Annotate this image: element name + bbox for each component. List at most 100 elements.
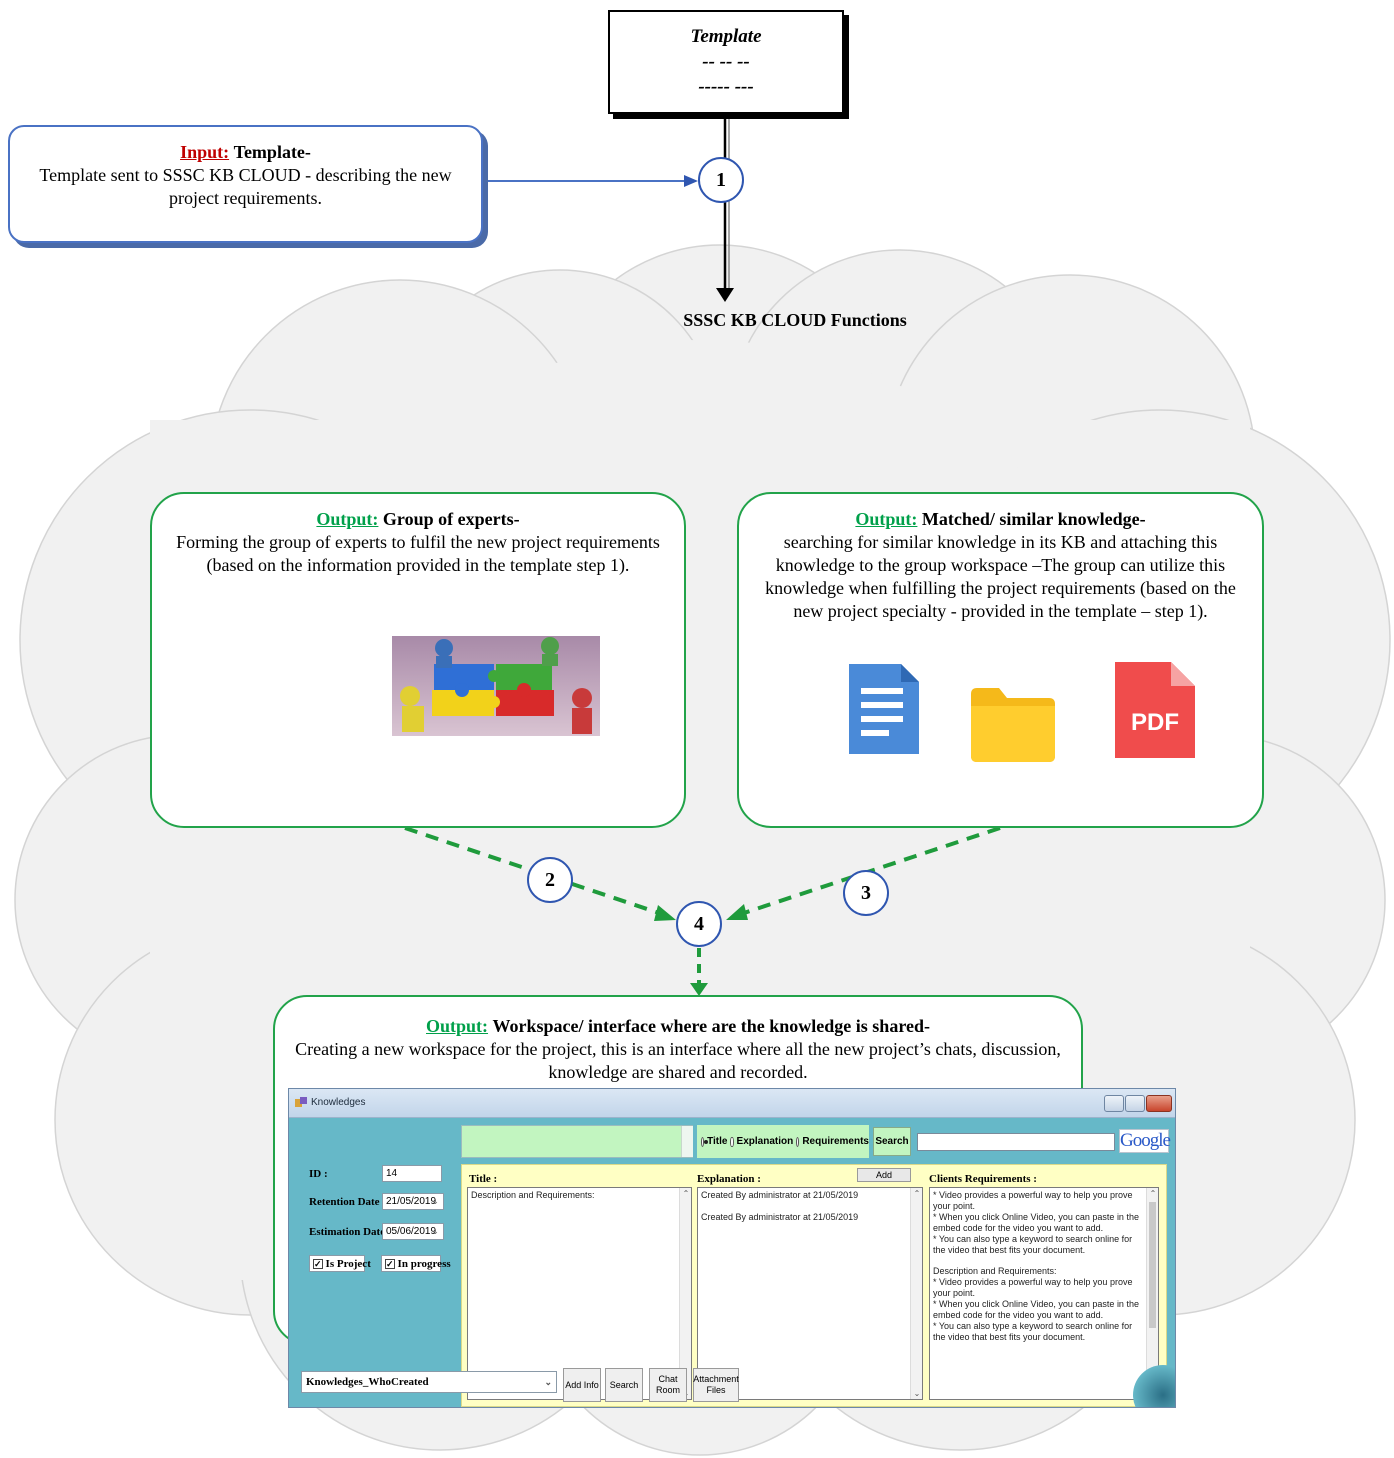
id-label: ID : [309, 1168, 328, 1180]
checkmark-icon: ✓ [313, 1258, 323, 1269]
clients-requirements-paragraph-1: * Video provides a powerful way to help … [933, 1190, 1139, 1255]
flow-arrow-input [483, 175, 698, 187]
experts-output-box: Output: Group of experts- Forming the gr… [150, 492, 686, 828]
workspace-description: Creating a new workspace for the project… [295, 1039, 1061, 1082]
estimation-date-value: 05/06/2019 [386, 1226, 437, 1237]
step-circle-1: 1 [698, 157, 744, 203]
maximize-button[interactable] [1125, 1095, 1145, 1112]
input-box: Input: Template- Template sent to SSSC K… [8, 125, 483, 243]
scroll-down-icon: ⌄ [913, 1389, 921, 1398]
close-button[interactable] [1146, 1095, 1172, 1112]
id-input[interactable]: 14 [382, 1165, 442, 1182]
knowledge-description: searching for similar knowledge in its K… [765, 532, 1236, 621]
radio-requirements[interactable] [796, 1136, 800, 1147]
chevron-down-icon: ⌄ [544, 1377, 552, 1387]
scroll-up-icon: ⌃ [1149, 1189, 1157, 1198]
estimation-date-label: Estimation Date : [309, 1226, 392, 1238]
radio-explanation-label: Explanation [736, 1136, 794, 1147]
knowledge-heading-line: Output: Matched/ similar knowledge- [751, 508, 1250, 531]
experts-output-key: Output: [316, 509, 379, 529]
add-explanation-button[interactable]: Add [857, 1168, 911, 1182]
clients-requirements-subtitle: Description and Requirements: [933, 1266, 1057, 1276]
explanation-line-2: Created By administrator at 21/05/2019 [701, 1212, 859, 1222]
google-logo-text: Google [1120, 1130, 1171, 1151]
title-textarea[interactable]: Description and Requirements: ⌃ ⌄ [467, 1187, 692, 1400]
is-project-label: Is Project [325, 1257, 371, 1270]
search-input-scrollbar[interactable] [681, 1126, 693, 1157]
flow-arrow-template [716, 118, 734, 302]
google-search-button[interactable]: Google [1119, 1129, 1171, 1153]
is-project-checkbox[interactable]: ✓ Is Project [309, 1255, 371, 1272]
knowledges-app-window: Knowledges Title Explanation Requirement… [288, 1088, 1176, 1408]
app-search-input[interactable] [461, 1125, 693, 1158]
retention-date-value: 21/05/2019 [386, 1196, 437, 1207]
input-description: Template sent to SSSC KB CLOUD - describ… [39, 165, 452, 208]
knowledge-output-box: Output: Matched/ similar knowledge- sear… [737, 492, 1264, 828]
chevron-down-icon: ⌄ [431, 1196, 439, 1206]
template-line-3: ----- --- [698, 76, 754, 97]
template-line-2: -- -- -- [702, 51, 750, 72]
add-info-button[interactable]: Add Info [563, 1368, 601, 1402]
chat-room-button[interactable]: Chat Room [649, 1368, 687, 1402]
retention-date-picker[interactable]: 21/05/2019 ⌄ [382, 1193, 444, 1210]
clients-requirements-textarea[interactable]: * Video provides a powerful way to help … [929, 1187, 1159, 1400]
radio-requirements-label: Requirements [802, 1136, 869, 1147]
pdf-file-icon: PDF [1115, 662, 1195, 758]
scroll-up-icon: ⌃ [913, 1189, 921, 1198]
document-icon [849, 664, 919, 754]
pdf-label: PDF [1131, 709, 1179, 736]
estimation-date-picker[interactable]: 05/06/2019 ⌄ [382, 1223, 444, 1240]
arrowhead-3 [726, 904, 748, 920]
template-box: Template -- -- -- ----- --- [608, 10, 844, 114]
explanation-textarea[interactable]: Created By administrator at 21/05/2019 C… [697, 1187, 923, 1400]
combo-value: Knowledges_WhoCreated [306, 1376, 429, 1388]
arrowhead-2 [654, 905, 676, 921]
app-window-icon [295, 1097, 307, 1107]
input-heading: Template- [233, 142, 311, 162]
in-progress-checkbox[interactable]: ✓ In progress [381, 1255, 451, 1272]
radio-explanation[interactable] [730, 1136, 734, 1147]
workspace-heading-line: Output: Workspace/ interface where are t… [287, 1015, 1069, 1038]
explanation-scrollbar[interactable]: ⌃ ⌄ [910, 1188, 922, 1399]
knowledge-output-key: Output: [855, 509, 918, 529]
explanation-column-label: Explanation : [697, 1173, 761, 1185]
app-search-button[interactable]: Search [873, 1127, 911, 1156]
step-circle-3: 3 [843, 870, 889, 916]
step-circle-2: 2 [527, 857, 573, 903]
google-search-input[interactable] [917, 1133, 1115, 1151]
retention-date-label: Retention Date : [309, 1196, 386, 1208]
scrollbar-thumb[interactable] [1149, 1202, 1156, 1328]
arrowhead-4 [690, 983, 708, 996]
radio-title[interactable] [701, 1136, 709, 1147]
radio-title-label: Title [707, 1136, 728, 1147]
puzzle-team-image [392, 636, 600, 736]
template-title: Template [690, 26, 762, 47]
explanation-line-1: Created By administrator at 21/05/2019 [701, 1190, 859, 1200]
knowledges-combo-box[interactable]: Knowledges_WhoCreated ⌄ [301, 1371, 557, 1393]
workspace-heading: Workspace/ interface where are the knowl… [492, 1016, 930, 1036]
scroll-up-icon: ⌃ [682, 1189, 690, 1198]
clients-requirements-label: Clients Requirements : [929, 1173, 1037, 1185]
input-heading-line: Input: Template- [20, 141, 471, 164]
chevron-down-icon: ⌄ [431, 1226, 439, 1236]
clients-requirements-paragraph-2: * Video provides a powerful way to help … [933, 1277, 1139, 1342]
input-key-label: Input: [180, 142, 230, 162]
app-titlebar: Knowledges [289, 1089, 1175, 1118]
knowledge-heading: Matched/ similar knowledge- [921, 509, 1146, 529]
experts-description: Forming the group of experts to fulfil t… [176, 532, 660, 575]
cloud-title: SSSC KB CLOUD Functions [683, 310, 907, 330]
step-circle-4: 4 [676, 901, 722, 947]
search-filter-radio-group: Title Explanation Requirements [697, 1125, 869, 1158]
attachment-files-button[interactable]: Attachment Files [693, 1368, 739, 1402]
title-text: Description and Requirements: [471, 1190, 595, 1200]
workspace-output-key: Output: [426, 1016, 489, 1036]
experts-heading-line: Output: Group of experts- [170, 508, 666, 531]
folder-icon [971, 688, 1055, 762]
in-progress-label: In progress [397, 1257, 451, 1270]
experts-heading: Group of experts- [382, 509, 520, 529]
bottom-search-button[interactable]: Search [605, 1368, 643, 1402]
checkmark-icon: ✓ [385, 1258, 395, 1269]
app-window-title: Knowledges [311, 1097, 366, 1108]
title-column-label: Title : [469, 1173, 498, 1185]
minimize-button[interactable] [1104, 1095, 1124, 1112]
